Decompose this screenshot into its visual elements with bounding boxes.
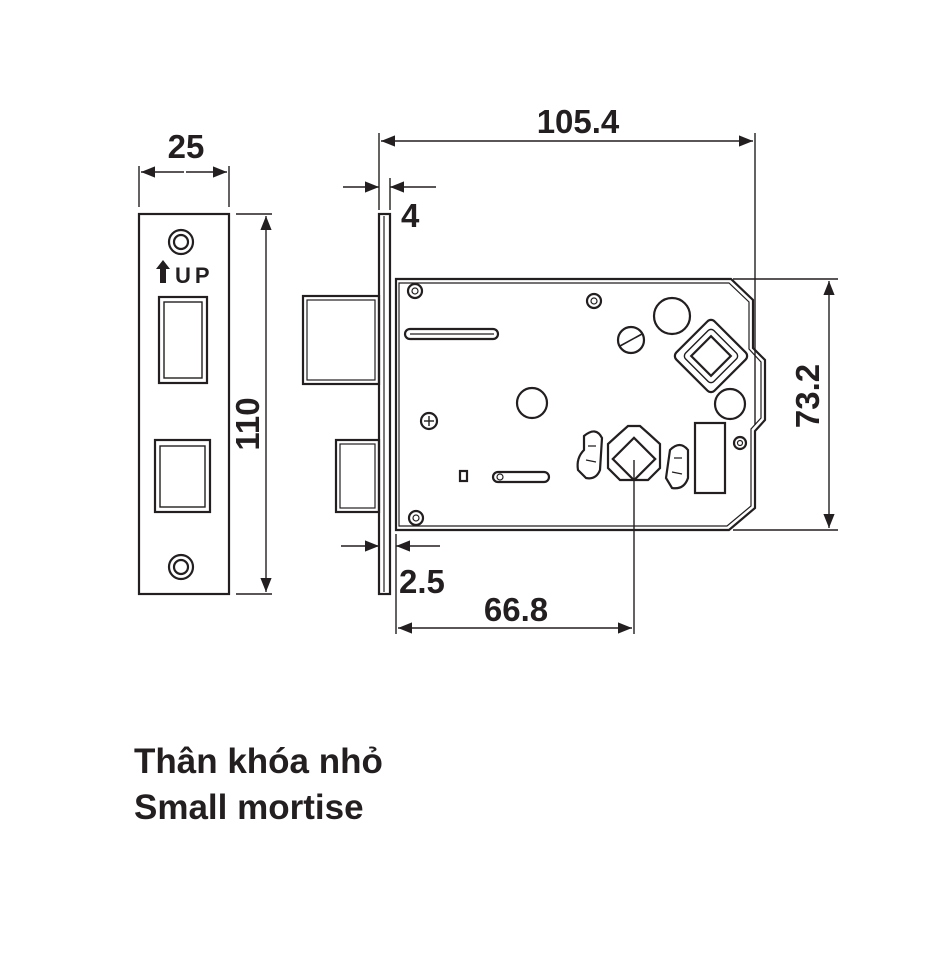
faceplate-top-screw-hole: [167, 228, 195, 256]
right-cam-lever: [664, 443, 690, 490]
latch-bolt: [301, 294, 381, 386]
case-height-label: 73.2: [789, 364, 826, 428]
caption-vietnamese: Thân khóa nhỏ: [134, 742, 383, 781]
faceplate-outline: [137, 212, 231, 596]
faceplate-bottom-screw-hole: [167, 553, 195, 581]
forend-plate: [377, 212, 392, 596]
left-cam-lever: [576, 430, 604, 480]
case-screw-top-left: [406, 282, 424, 300]
backset-label: 66.8: [484, 591, 548, 628]
forend-offset-dimension: [341, 534, 440, 634]
faceplate-height-dimension: [236, 213, 272, 595]
faceplate-width-label: 25: [168, 128, 205, 165]
case-height-dimension: [733, 278, 838, 531]
body-depth-label: 105.4: [537, 103, 620, 140]
faceplate-thickness-label: 4: [401, 197, 420, 234]
bottom-slot: [491, 470, 551, 484]
backset-dimension: [398, 460, 635, 634]
case-screw-top-right: [585, 292, 603, 310]
faceplate-up-label: UP: [175, 263, 214, 288]
faceplate-front-view: UP: [137, 212, 231, 596]
caption-english: Small mortise: [134, 788, 364, 827]
upper-round-hole: [652, 296, 692, 336]
faceplate-width-dimension: [138, 166, 230, 207]
cylinder-cam: [606, 424, 662, 482]
forend-offset-label: 2.5: [399, 563, 445, 600]
lower-round-hole: [713, 387, 747, 421]
faceplate-height-label: 110: [229, 397, 266, 450]
lock-body-side-view: [301, 212, 767, 596]
cross-screw-icon: [419, 411, 439, 431]
lock-case: [394, 277, 767, 532]
top-slot: [403, 327, 500, 341]
case-screw-right: [732, 435, 748, 451]
square-follower: [673, 318, 749, 394]
latch-opening: [157, 295, 209, 385]
center-hole: [515, 386, 549, 420]
up-arrow-icon: [156, 260, 170, 283]
right-block: [693, 421, 727, 495]
small-square-hole: [458, 469, 469, 483]
deadbolt: [334, 438, 381, 514]
case-screw-bottom-left: [407, 509, 425, 527]
slotted-pin-icon: [616, 325, 646, 355]
deadbolt-opening: [153, 438, 212, 514]
faceplate-thickness-dimension: [343, 178, 436, 210]
